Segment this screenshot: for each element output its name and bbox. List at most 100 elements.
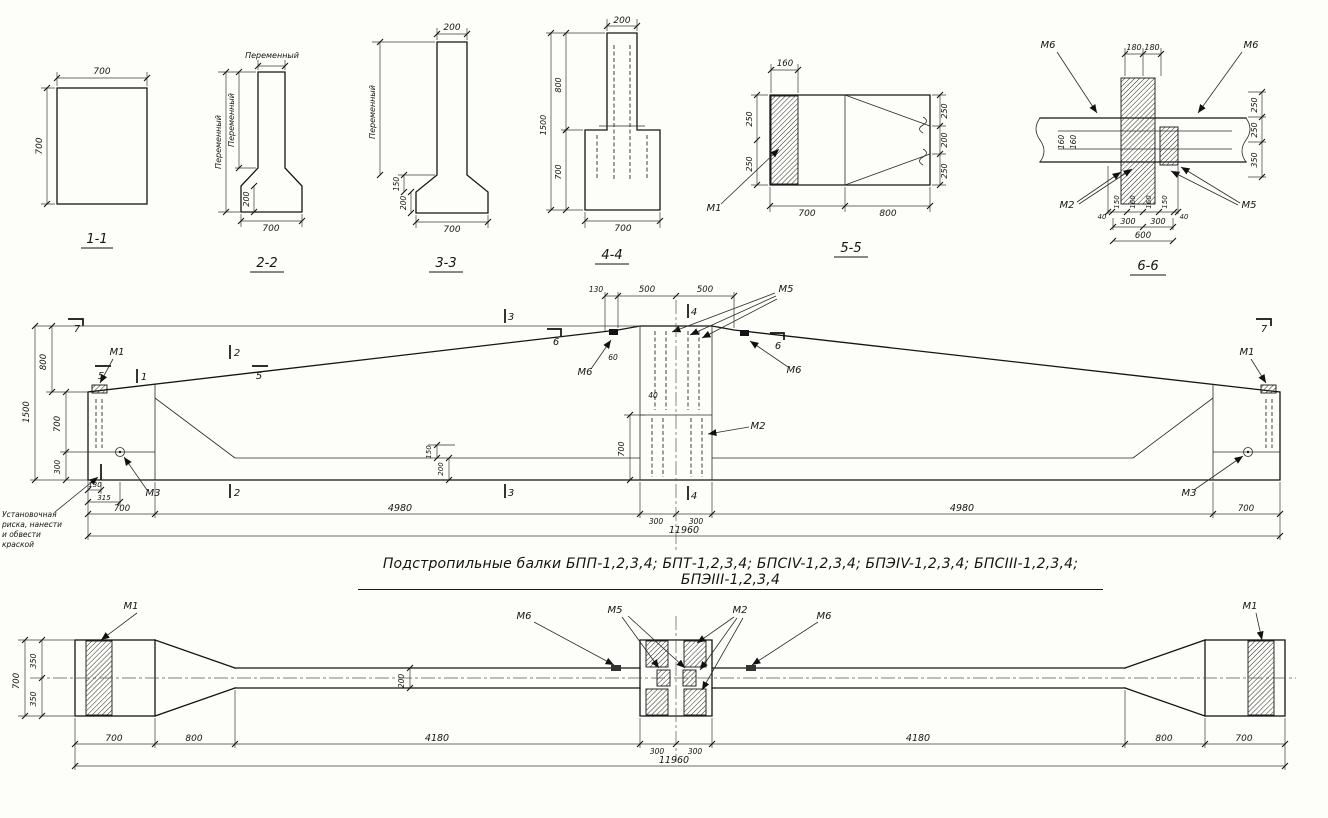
sec4-dim-700v: 700 bbox=[554, 164, 563, 179]
sec4-dim-width: 700 bbox=[614, 224, 631, 234]
plan-joint-block bbox=[683, 688, 707, 716]
sec3-title: 3-3 bbox=[435, 256, 456, 271]
elev-dim-700-left: 700 bbox=[53, 416, 63, 432]
elev-mark-m1-right: М1 bbox=[1240, 347, 1255, 358]
sec6-dim-600: 600 bbox=[1135, 231, 1151, 241]
plan-dim-11960: 11960 bbox=[659, 755, 689, 766]
plan-m6-embed-right bbox=[746, 665, 756, 671]
elev-anchor-bolts bbox=[95, 331, 1273, 477]
sec2-dim-top: Переменный bbox=[245, 51, 299, 60]
plan-mark-m2: М2 bbox=[733, 605, 748, 616]
sec4-dim-top: 200 bbox=[613, 16, 630, 26]
sec5-dim-250a: 250 bbox=[745, 111, 754, 126]
sec1-title: 1-1 bbox=[86, 232, 107, 247]
plan-joint-block bbox=[645, 688, 669, 716]
sec2-title: 2-2 bbox=[256, 256, 277, 271]
plan-dim-800b: 800 bbox=[1155, 734, 1172, 744]
m1-embed-right bbox=[1260, 384, 1277, 394]
elev-dim-60: 60 bbox=[608, 353, 618, 362]
sec1-dim-width: 700 bbox=[93, 67, 110, 77]
plan-dim-4180b: 4180 bbox=[906, 733, 930, 744]
sec5-mark-m1: М1 bbox=[707, 203, 722, 214]
sec2-column-outline bbox=[240, 71, 303, 213]
sec3-dim-width: 700 bbox=[443, 225, 460, 235]
elev-cut-4-bot: 4 bbox=[691, 491, 697, 502]
elev-dim-315: 315 bbox=[97, 494, 111, 502]
sec6-dim-160c: 160 bbox=[1129, 195, 1137, 209]
elev-dim-500b: 500 bbox=[697, 285, 713, 295]
elev-dim-150-mid: 150 bbox=[425, 445, 433, 459]
sec5-dim-250d: 250 bbox=[940, 163, 949, 178]
sec6-dim-180b: 180 bbox=[1144, 43, 1159, 52]
sec6-mark-m5: М5 bbox=[1242, 200, 1257, 211]
elev-cut-3-bot: 3 bbox=[508, 488, 514, 499]
note-line-1: Установочная bbox=[2, 510, 57, 519]
sec4-title: 4-4 bbox=[601, 248, 622, 263]
plan-dim-4180a: 4180 bbox=[425, 733, 449, 744]
elev-dim-700-endR: 700 bbox=[1238, 504, 1254, 514]
sec6-dim-40a: 40 bbox=[1098, 213, 1107, 221]
sec5-dim-160: 160 bbox=[777, 59, 793, 69]
sec6-dim-160d: 160 bbox=[1145, 195, 1153, 209]
sec5-embed-plate-hatch bbox=[770, 95, 799, 185]
elev-dim-300-left: 300 bbox=[53, 460, 62, 475]
elev-cut-5-left: 5 bbox=[98, 371, 104, 382]
m3-washer-left bbox=[115, 447, 125, 457]
elev-dim-700-endL: 700 bbox=[114, 504, 130, 514]
elev-dim-4980a: 4980 bbox=[388, 503, 412, 514]
section-3-3-view bbox=[372, 28, 492, 273]
sec6-dim-300b: 300 bbox=[1150, 217, 1165, 226]
sec5-dim-800: 800 bbox=[879, 209, 896, 219]
elevation-view bbox=[30, 292, 1284, 552]
elev-cut-4-top: 4 bbox=[691, 307, 697, 318]
sec5-dim-200: 200 bbox=[940, 132, 949, 147]
elev-cut-7-left: 7 bbox=[74, 324, 81, 335]
m6-embed-right bbox=[740, 330, 749, 336]
elev-mark-m5: М5 bbox=[779, 284, 794, 295]
sec6-mark-m6-left: М6 bbox=[1041, 40, 1056, 51]
plan-joint-block bbox=[683, 640, 707, 668]
elev-dim-1500: 1500 bbox=[22, 401, 32, 423]
sec3-column-outline bbox=[415, 41, 489, 214]
plan-dim-700a: 700 bbox=[105, 734, 122, 744]
elev-mark-m2: М2 bbox=[751, 421, 766, 432]
plan-axes bbox=[30, 616, 1296, 762]
elev-cut-2-top: 2 bbox=[234, 348, 240, 359]
elev-mark-m3-right: М3 bbox=[1182, 488, 1197, 499]
elev-dim-4980b: 4980 bbox=[950, 503, 974, 514]
elev-dim-200-mid: 200 bbox=[437, 462, 445, 476]
sec6-dim-40b: 40 bbox=[1180, 213, 1189, 221]
plan-dim-300a: 300 bbox=[650, 747, 665, 756]
sec6-dim-300a: 300 bbox=[1120, 217, 1135, 226]
section-5-5-view bbox=[720, 64, 946, 258]
elev-mark-m3-left: М3 bbox=[146, 488, 161, 499]
sec6-dim-250b: 250 bbox=[1250, 122, 1259, 137]
cut-mark-7-right bbox=[1256, 318, 1272, 326]
elev-cut-2-bot: 2 bbox=[234, 488, 240, 499]
plan-view bbox=[18, 612, 1296, 770]
plan-dim-350a: 350 bbox=[29, 653, 38, 668]
elev-dim-700-center: 700 bbox=[617, 441, 626, 456]
elev-dim-300a: 300 bbox=[649, 517, 664, 526]
elev-dim-500a: 500 bbox=[639, 285, 655, 295]
elev-dim-130: 130 bbox=[88, 481, 102, 489]
sec1-dim-height: 700 bbox=[35, 137, 45, 154]
note-line-3: и обвести bbox=[2, 530, 41, 539]
sec6-dim-350: 350 bbox=[1250, 152, 1259, 167]
plan-dim-300b: 300 bbox=[688, 747, 703, 756]
sec5-dim-700: 700 bbox=[798, 209, 815, 219]
section-6-6-view bbox=[1035, 48, 1266, 276]
elev-dim-800: 800 bbox=[39, 354, 49, 370]
sec6-dim-160b: 160 bbox=[1069, 135, 1078, 150]
sec5-break-marks bbox=[919, 116, 927, 166]
sec3-dim-base: 200 bbox=[399, 196, 408, 211]
sec5-dim-250b: 250 bbox=[745, 156, 754, 171]
m6-embed-left bbox=[609, 329, 618, 335]
elev-dim-130-top: 130 bbox=[589, 285, 604, 294]
elev-cut-6-right: 6 bbox=[775, 341, 781, 352]
note-line-2: риска, нанести bbox=[1, 520, 62, 529]
sec6-dim-250a: 250 bbox=[1250, 97, 1259, 112]
elev-dim-11960: 11960 bbox=[669, 525, 699, 536]
